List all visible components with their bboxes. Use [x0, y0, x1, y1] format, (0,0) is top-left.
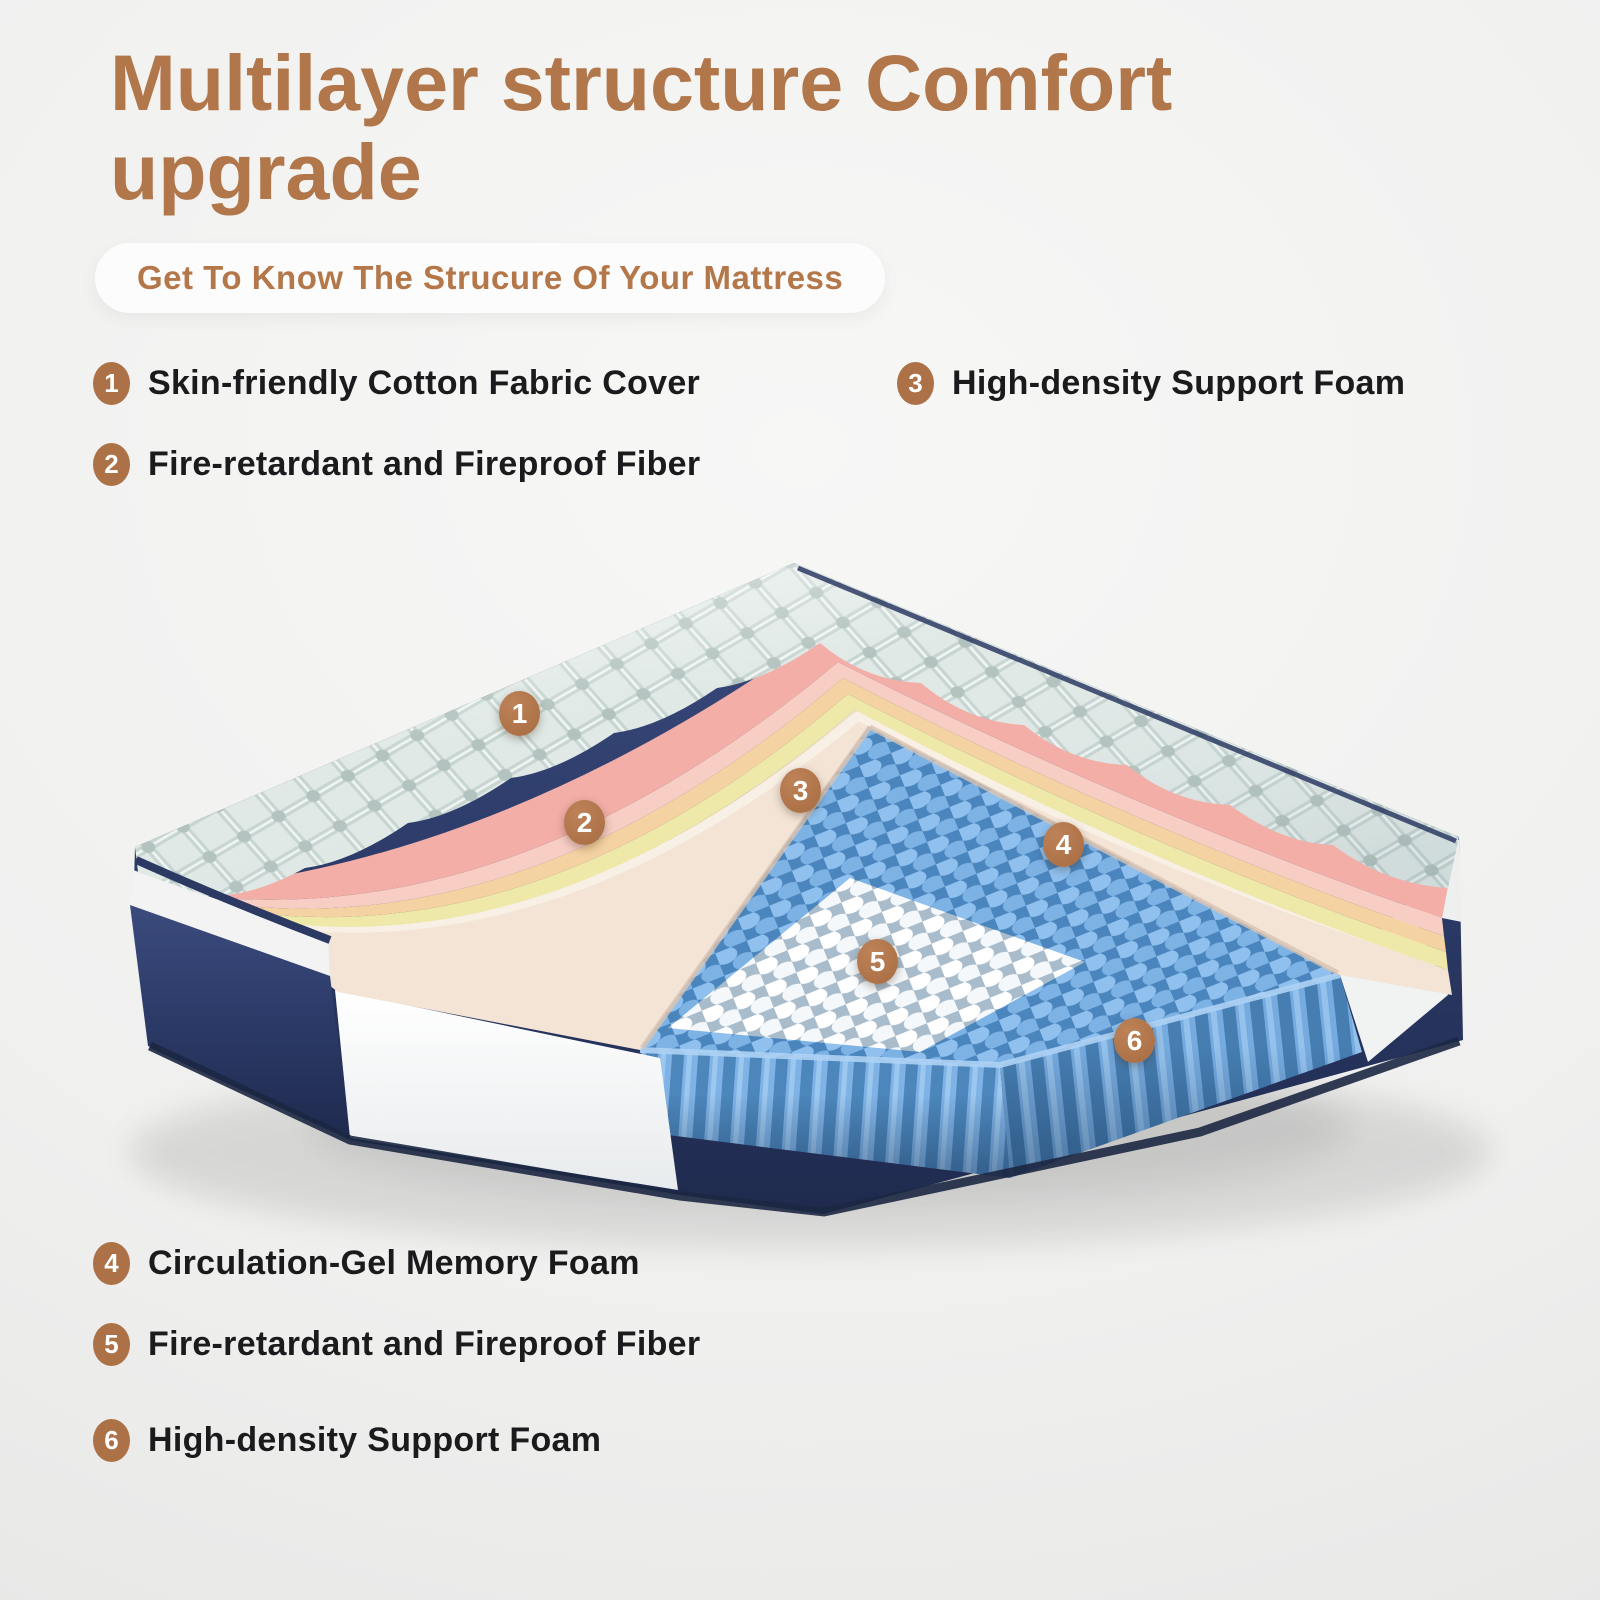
quilt-sheen — [135, 563, 1459, 897]
legend-label-6: High-density Support Foam — [148, 1421, 602, 1459]
diagram-callout-1: 1 — [499, 691, 540, 736]
diagram-callout-2: 2 — [564, 800, 605, 845]
subtitle-pill: Get To Know The Strucure Of Your Mattres… — [95, 243, 886, 313]
legend-label-1: Skin-friendly Cotton Fabric Cover — [148, 364, 701, 402]
legend-item-4: 4 Circulation-Gel Memory Foam — [93, 1242, 640, 1285]
diagram-callout-4: 4 — [1043, 822, 1084, 867]
legend-label-5: Fire-retardant and Fireproof Fiber — [148, 1325, 701, 1363]
back-right-piping — [797, 565, 1457, 844]
left-side-white-band — [130, 870, 330, 978]
legend-item-3: 3 High-density Support Foam — [897, 362, 1405, 405]
legend-item-2: 2 Fire-retardant and Fireproof Fiber — [93, 443, 700, 486]
cylinder-shading-right — [1000, 975, 1362, 1178]
legend-label-3: High-density Support Foam — [952, 364, 1406, 402]
layer-pink-light-step — [222, 662, 1444, 936]
legend-label-4: Circulation-Gel Memory Foam — [148, 1244, 640, 1282]
left-piping — [134, 856, 332, 944]
diagram-callout-6: 6 — [1114, 1018, 1155, 1063]
page-title-line1: Multilayer structure Comfort — [110, 38, 1173, 127]
legend-number-badge-1: 1 — [93, 362, 130, 405]
layer-pink-foam — [200, 632, 1450, 918]
diagram-callout-3: 3 — [780, 768, 821, 813]
legend-item-5: 5 Fire-retardant and Fireproof Fiber — [93, 1323, 700, 1366]
foam-cut-face — [335, 990, 678, 1190]
cylinder-shading-left — [640, 1050, 1010, 1178]
cream-inner-edge — [639, 724, 1340, 1050]
legend-number-badge-6: 6 — [93, 1419, 130, 1462]
left-side-navy-face — [130, 905, 350, 1138]
legend-number-badge-5: 5 — [93, 1323, 130, 1366]
page-title: Multilayer structure Comfort upgrade — [110, 38, 1172, 217]
cylinder-top-highlight — [639, 972, 1341, 1069]
diagram-callout-5: 5 — [857, 939, 898, 984]
legend-item-6: 6 High-density Support Foam — [93, 1419, 601, 1462]
bottom-rim-piping — [148, 1036, 1461, 1217]
legend-number-badge-2: 2 — [93, 443, 130, 486]
layer-support-foam-cream — [241, 710, 1452, 1050]
page-title-line2: upgrade — [110, 127, 422, 217]
legend-number-badge-3: 3 — [897, 362, 934, 405]
legend-item-1: 1 Skin-friendly Cotton Fabric Cover — [93, 362, 700, 405]
legend-number-badge-4: 4 — [93, 1242, 130, 1285]
legend-label-2: Fire-retardant and Fireproof Fiber — [148, 445, 701, 483]
